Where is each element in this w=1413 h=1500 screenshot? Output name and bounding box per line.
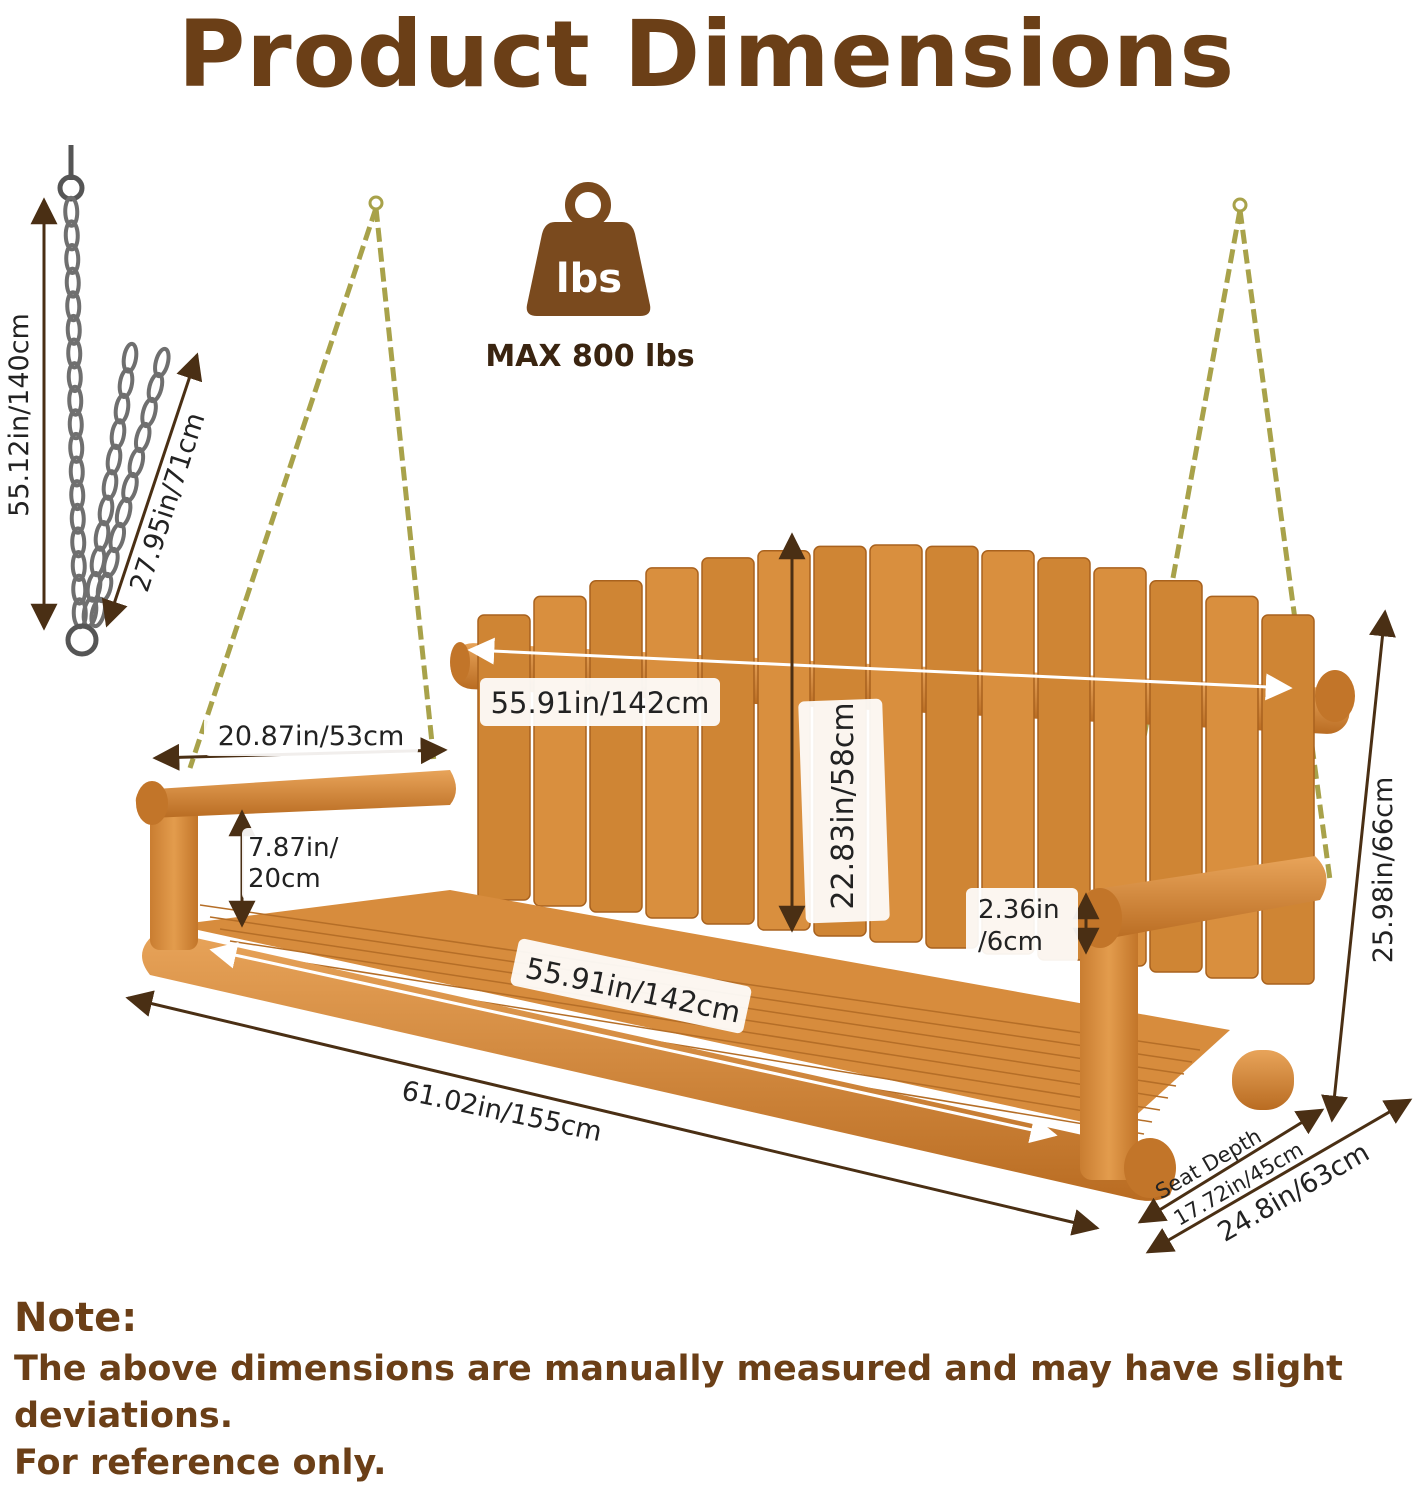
page-title: Product Dimensions (177, 1, 1236, 108)
back-slat (925, 545, 979, 949)
armrest-height-line-1: 7.87in/ (248, 833, 339, 863)
note-section: Note: The above dimensions are manually … (14, 1290, 1404, 1487)
chain-link (64, 266, 81, 299)
weight-icon (526, 182, 651, 316)
note-line-3: For reference only. (14, 1443, 387, 1483)
note-line-1: The above dimensions are manually measur… (14, 1349, 1343, 1389)
eye-screw-ring (57, 174, 85, 202)
chain-link (69, 479, 86, 512)
chain-link (64, 243, 81, 276)
chain-link (63, 219, 80, 252)
chain-link (71, 573, 88, 606)
chain-link (67, 384, 84, 417)
spare-chains-group (30, 145, 203, 657)
back-width-arrow (467, 637, 1293, 701)
arm-thickness-label: 2.36in /6cm (978, 895, 1068, 957)
seat-width-label-box (510, 938, 752, 1034)
total-height-arrow (1321, 609, 1396, 1123)
arm-thickness-line-1: 2.36in (978, 895, 1060, 925)
armrest-height-label: 7.87in/ 20cm (248, 833, 347, 894)
note-heading: Note: (14, 1295, 138, 1341)
chain-link (63, 195, 80, 228)
chain-long-label: 55.12in/140cm (4, 313, 35, 517)
max-weight-label: MAX 800 lbs (485, 339, 694, 374)
chain-link (68, 455, 85, 488)
chain-link (70, 526, 87, 559)
total-length-arrow (125, 990, 1100, 1236)
back-width-label-box (480, 678, 720, 726)
chain-link (66, 361, 83, 394)
chain-link (65, 313, 82, 346)
chain-link (67, 408, 84, 441)
armrest-height-line-2: 20cm (248, 864, 321, 894)
chain-short-arrow (101, 352, 203, 628)
arm-thickness-label-box (966, 888, 1078, 964)
back-width-label: 55.91in/142cm (491, 686, 710, 720)
back-height-label: 22.83in/58cm (826, 702, 861, 909)
chain-link (66, 337, 83, 370)
armrest-length-label-box (204, 716, 418, 756)
back-slat (533, 595, 587, 907)
back-slat (477, 614, 531, 901)
chain-end-ring (65, 623, 99, 657)
back-height-label-box (798, 698, 890, 924)
chain-link (70, 549, 87, 582)
total-depth-arrow (1145, 1098, 1413, 1254)
armrest-length-label: 20.87in/53cm (218, 721, 405, 752)
back-slat (1261, 614, 1315, 985)
back-slat (589, 579, 643, 913)
back-slat (645, 567, 699, 919)
chain-link (68, 431, 85, 464)
arm-thickness-line-2: /6cm (978, 927, 1043, 957)
note-line-2: deviations. (14, 1396, 234, 1436)
armrest-height-label-box (242, 828, 360, 900)
chain-link (69, 502, 86, 535)
back-slat (701, 557, 755, 925)
total-height-label: 25.98in/66cm (1368, 777, 1399, 964)
back-slat (1205, 595, 1259, 979)
chain-link (65, 290, 82, 323)
chain-long-icon (63, 195, 88, 630)
weight-icon-text: lbs (556, 256, 622, 302)
